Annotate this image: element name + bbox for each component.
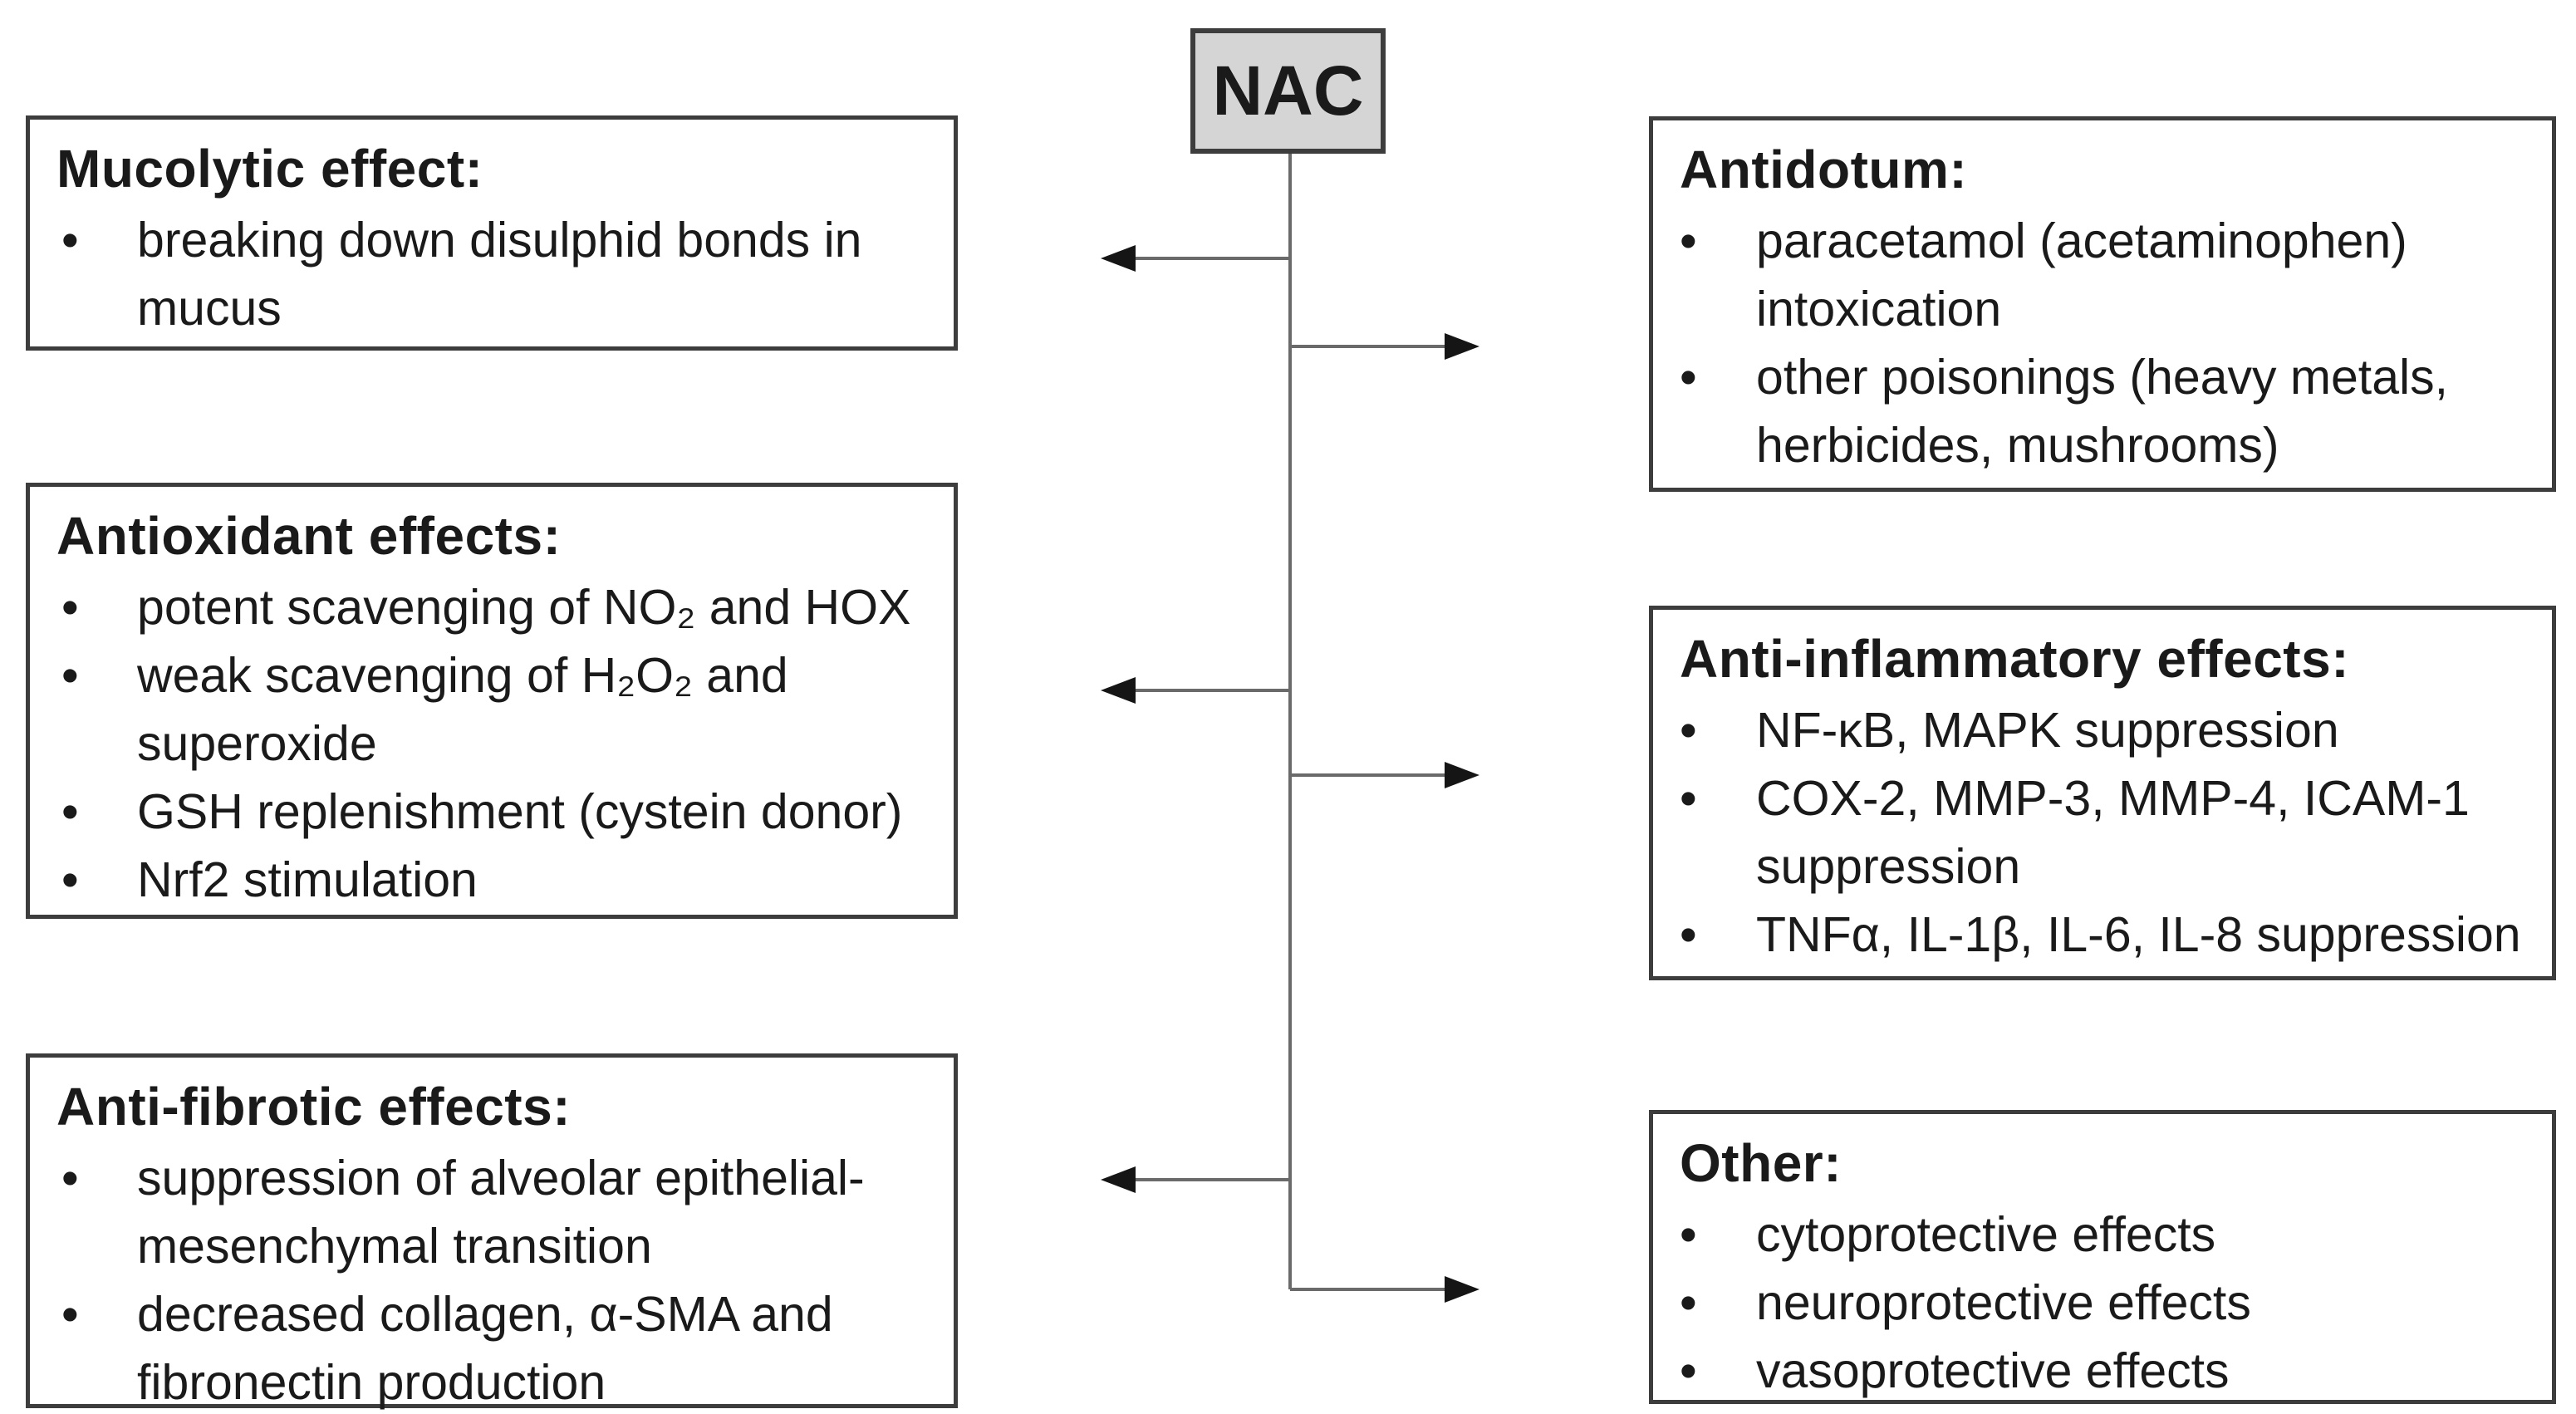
bullet-icon: • [61,1151,79,1205]
bullet-list: • NF-κB, MAPK suppression • COX-2, MMP-3, … [1673,696,2532,969]
box-title: Anti-fibrotic effects: [56,1077,571,1137]
box-antifibrotic-effects: Anti-fibrotic effects: • suppression of a… [26,1053,958,1410]
list-item-text: Nrf2 stimulation [137,852,478,907]
arrowhead-right-icon [1445,1276,1479,1303]
nac-root-node: NAC [1190,28,1386,154]
list-item-text: weak scavenging of H₂O₂ and superoxide [137,648,788,771]
box-antiinflammatory-effects: Anti-inflammatory effects: • NF-κB, MAPK … [1649,606,2556,980]
list-item: • GSH replenishment (cystein donor) [50,778,934,846]
bullet-list: • cytoprotective effects • neuroprotective… [1673,1200,2532,1405]
bullet-icon: • [1680,350,1697,405]
list-item: • potent scavenging of NO₂ and HOX [50,573,934,641]
bullet-list: • suppression of alveolar epithelial-mese… [50,1144,934,1414]
arrowhead-left-icon [1101,1166,1136,1193]
list-item: • COX-2, MMP-3, MMP-4, ICAM-1 suppression [1673,764,2532,901]
bullet-icon: • [61,852,79,907]
branch-arrow-right-1 [1290,333,1479,360]
bullet-list: • potent scavenging of NO₂ and HOX • weak … [50,573,934,914]
bullet-icon: • [1680,1343,1697,1398]
list-item: • paracetamol (acetaminophen) intoxicatio… [1673,207,2532,343]
box-other-effects: Other: • cytoprotective effects • neuropro… [1649,1110,2556,1404]
box-title: Antioxidant effects: [56,506,562,566]
list-item: • Nrf2 stimulation [50,846,934,914]
list-item: • vasoprotective effects [1673,1337,2532,1405]
box-antioxidant-effects: Antioxidant effects: • potent scavenging … [26,483,958,919]
bullet-icon: • [61,784,79,839]
arrowhead-left-icon [1101,245,1136,272]
bullet-icon: • [1680,771,1697,826]
branch-arrow-right-2 [1290,762,1479,788]
box-title: Mucolytic effect: [56,139,483,199]
bullet-icon: • [1680,1275,1697,1330]
list-item-text: breaking down disulphid bonds in mucus [137,213,862,336]
box-title: Antidotum: [1680,140,1968,199]
list-item: • neuroprotective effects [1673,1269,2532,1337]
bullet-icon: • [1680,907,1697,962]
list-item-text: GSH replenishment (cystein donor) [137,784,903,839]
bullet-icon: • [1680,214,1697,268]
list-item: • TNFα, IL-1β, IL-6, IL-8 suppression [1673,901,2532,969]
bullet-icon: • [61,580,79,635]
arrowhead-right-icon [1445,333,1479,360]
bullet-icon: • [1680,703,1697,758]
list-item: • weak scavenging of H₂O₂ and superoxide [50,641,934,778]
list-item-text: neuroprotective effects [1756,1275,2251,1330]
list-item-text: suppression of alveolar epithelial-mesen… [137,1151,865,1274]
bullet-icon: • [61,213,79,268]
list-item-text: potent scavenging of NO₂ and HOX [137,580,911,635]
box-mucolytic-effect: Mucolytic effect: • breaking down disulph… [26,115,958,351]
bullet-list: • breaking down disulphid bonds in mucus [50,206,934,342]
list-item-text: COX-2, MMP-3, MMP-4, ICAM-1 suppression [1756,771,2470,894]
list-item-text: NF-κB, MAPK suppression [1756,703,2339,758]
bullet-list: • paracetamol (acetaminophen) intoxicatio… [1673,207,2532,479]
branch-arrow-left-2 [1101,677,1290,704]
branch-arrow-right-3 [1290,1276,1479,1303]
list-item: • NF-κB, MAPK suppression [1673,696,2532,764]
box-title: Other: [1680,1133,1842,1193]
nac-label: NAC [1212,52,1364,130]
branch-arrow-left-3 [1101,1166,1290,1193]
box-antidotum: Antidotum: • paracetamol (acetaminophen) … [1649,116,2556,492]
list-item: • other poisonings (heavy metals, herbici… [1673,343,2532,479]
list-item-text: paracetamol (acetaminophen) intoxication [1756,214,2407,336]
list-item-text: cytoprotective effects [1756,1207,2216,1262]
list-item: • breaking down disulphid bonds in mucus [50,206,934,342]
list-item: • suppression of alveolar epithelial-mese… [50,1144,934,1280]
list-item-text: vasoprotective effects [1756,1343,2230,1398]
bullet-icon: • [61,1287,79,1342]
list-item-text: other poisonings (heavy metals, herbicid… [1756,350,2449,473]
arrowhead-right-icon [1445,762,1479,788]
list-item-text: decreased collagen, α-SMA and fibronecti… [137,1287,833,1410]
arrowhead-left-icon [1101,677,1136,704]
list-item: • decreased collagen, α-SMA and fibronect… [50,1280,934,1414]
list-item-text: TNFα, IL-1β, IL-6, IL-8 suppression [1756,907,2521,962]
list-item: • cytoprotective effects [1673,1200,2532,1269]
bullet-icon: • [1680,1207,1697,1262]
branch-arrow-left-1 [1101,245,1290,272]
bullet-icon: • [61,648,79,703]
box-title: Anti-inflammatory effects: [1680,629,2349,689]
